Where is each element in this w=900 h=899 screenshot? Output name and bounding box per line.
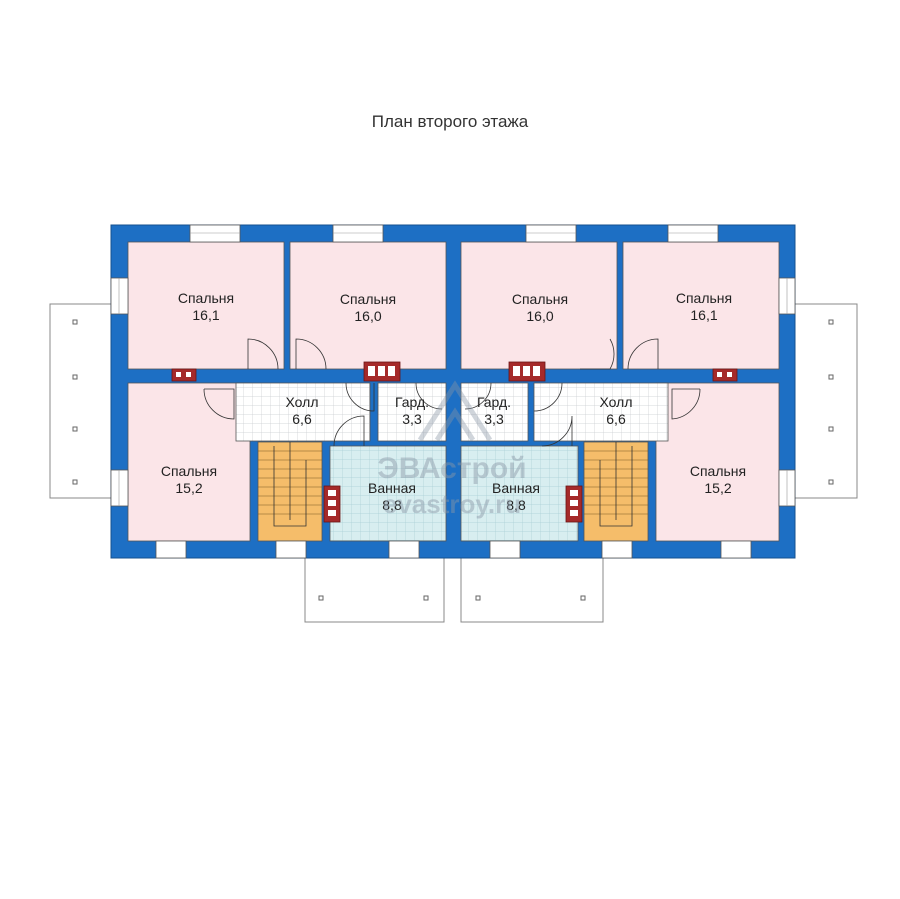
room-name: Гард. bbox=[477, 394, 511, 410]
room-bed-bl bbox=[127, 382, 251, 542]
room-name: Гард. bbox=[395, 394, 429, 410]
porch-right bbox=[460, 557, 604, 623]
room-label-bed-tr1: Спальня 16,1 bbox=[676, 290, 732, 323]
room-area: 16,1 bbox=[192, 307, 219, 323]
room-area: 8,8 bbox=[382, 497, 402, 513]
windows bbox=[110, 224, 796, 559]
porch-left bbox=[304, 557, 445, 623]
plan-title: План второго этажа bbox=[371, 112, 529, 131]
room-label-hall-r: Холл 6,6 bbox=[600, 394, 633, 427]
room-area: 16,1 bbox=[690, 307, 717, 323]
room-label-bath-r: Ванная 8,8 bbox=[492, 480, 540, 513]
watermark: ЭВАстрой evastroy.ru bbox=[377, 380, 527, 519]
room-bed-tr2 bbox=[460, 241, 618, 370]
room-name: Ванная bbox=[492, 480, 540, 496]
room-area: 16,0 bbox=[526, 308, 553, 324]
room-name: Спальня bbox=[676, 290, 732, 306]
room-area: 8,8 bbox=[506, 497, 526, 513]
room-name: Спальня bbox=[690, 463, 746, 479]
room-bed-tl2 bbox=[289, 241, 447, 370]
room-area: 6,6 bbox=[292, 411, 312, 427]
terrace-left bbox=[49, 303, 113, 499]
room-hall-r bbox=[533, 382, 669, 442]
room-bath-l bbox=[329, 445, 447, 542]
room-label-bed-br: Спальня 15,2 bbox=[690, 463, 746, 496]
room-name: Холл bbox=[600, 394, 633, 410]
room-name: Спальня bbox=[340, 291, 396, 307]
room-ward-r bbox=[460, 382, 529, 442]
room-name: Холл bbox=[286, 394, 319, 410]
room-area: 6,6 bbox=[606, 411, 626, 427]
room-label-bath-l: Ванная 8,8 bbox=[368, 480, 416, 513]
terrace-right bbox=[794, 303, 858, 499]
room-bed-br bbox=[655, 382, 780, 542]
room-label-ward-r: Гард. 3,3 bbox=[477, 394, 511, 427]
room-label-bed-tl2: Спальня 16,0 bbox=[340, 291, 396, 324]
room-name: Спальня bbox=[512, 291, 568, 307]
room-name: Спальня bbox=[161, 463, 217, 479]
room-name: Ванная bbox=[368, 480, 416, 496]
room-area: 15,2 bbox=[175, 480, 202, 496]
watermark-brand: ЭВАстрой bbox=[377, 452, 526, 485]
room-area: 3,3 bbox=[402, 411, 422, 427]
room-area: 15,2 bbox=[704, 480, 731, 496]
room-label-ward-l: Гард. 3,3 bbox=[395, 394, 429, 427]
stairs-left bbox=[257, 441, 323, 542]
room-area: 16,0 bbox=[354, 308, 381, 324]
room-name: Спальня bbox=[178, 290, 234, 306]
door-swings bbox=[203, 338, 701, 447]
room-area: 3,3 bbox=[484, 411, 504, 427]
room-label-bed-bl: Спальня 15,2 bbox=[161, 463, 217, 496]
house-logo-icon bbox=[417, 380, 493, 442]
room-label-bed-tr2: Спальня 16,0 bbox=[512, 291, 568, 324]
room-label-bed-tl1: Спальня 16,1 bbox=[178, 290, 234, 323]
room-label-hall-l: Холл 6,6 bbox=[286, 394, 319, 427]
watermark-site: evastroy.ru bbox=[383, 489, 521, 519]
stairs-right bbox=[583, 441, 649, 542]
room-bed-tl1 bbox=[127, 241, 285, 370]
room-ward-l bbox=[377, 382, 447, 442]
